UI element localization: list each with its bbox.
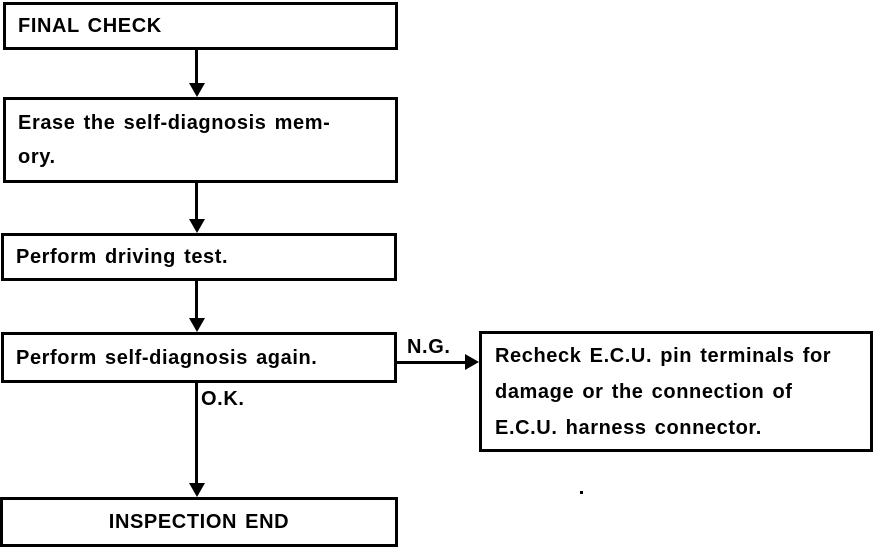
node-driving-test-label: Perform driving test. (16, 246, 229, 268)
stray-dot (580, 491, 583, 494)
arrow-driving-to-selfdiag-line (195, 281, 198, 318)
arrow-down-icon (189, 318, 205, 332)
arrow-ng-branch-line (397, 361, 466, 364)
node-driving-test: Perform driving test. (1, 233, 397, 281)
edge-label-ng: N.G. (407, 336, 451, 358)
node-recheck-ecu-label: Recheck E.C.U. pin terminals for damage … (495, 344, 832, 439)
node-final-check-label: FINAL CHECK (18, 15, 162, 37)
arrow-final-to-erase-line (195, 50, 198, 84)
arrow-down-icon (189, 83, 205, 97)
node-erase-memory-label: Erase the self-diagnosis mem- ory. (18, 112, 331, 168)
arrow-down-icon (189, 483, 205, 497)
arrow-down-icon (189, 219, 205, 233)
node-final-check: FINAL CHECK (3, 2, 398, 50)
arrow-right-icon (465, 354, 479, 370)
node-self-diagnosis-again: Perform self-diagnosis again. (1, 332, 397, 383)
arrow-ok-branch-line (195, 383, 198, 483)
edge-label-ok: O.K. (201, 388, 245, 410)
node-inspection-end-label: INSPECTION END (108, 511, 290, 533)
node-recheck-ecu: Recheck E.C.U. pin terminals for damage … (479, 331, 873, 452)
node-inspection-end: INSPECTION END (0, 497, 398, 547)
arrow-erase-to-driving-line (195, 183, 198, 219)
node-erase-memory: Erase the self-diagnosis mem- ory. (3, 97, 398, 183)
node-self-diagnosis-again-label: Perform self-diagnosis again. (16, 346, 318, 369)
